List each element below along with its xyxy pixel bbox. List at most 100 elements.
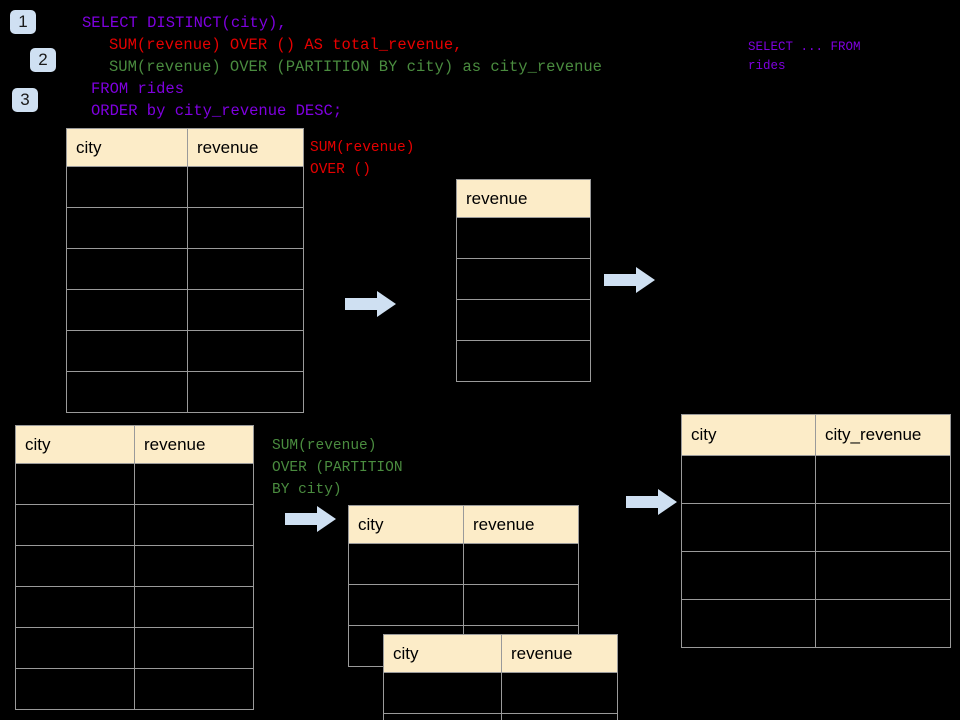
column-header-city: city xyxy=(383,634,502,673)
table-cell xyxy=(383,713,502,720)
table-row xyxy=(456,258,591,300)
step-badge-1: 1 xyxy=(10,10,36,34)
table-row xyxy=(383,713,618,720)
table-row xyxy=(15,668,254,710)
sql-line-3: SUM(revenue) OVER (PARTITION BY city) as… xyxy=(109,58,602,76)
column-header-revenue: revenue xyxy=(187,128,304,167)
sum-over-partition-annotation: SUM(revenue) OVER (PARTITION BY city) xyxy=(272,438,403,498)
table-cell xyxy=(681,551,816,600)
table-cell xyxy=(456,258,591,300)
column-header-city: city xyxy=(66,128,188,167)
table-cell xyxy=(15,545,135,587)
table-cell xyxy=(187,207,304,249)
sql-line-1: SELECT DISTINCT(city), xyxy=(82,14,287,32)
column-header-city: city xyxy=(15,425,135,464)
table-cell xyxy=(348,543,464,585)
table-cell xyxy=(187,330,304,372)
table-cell xyxy=(456,299,591,341)
sql-line-4: FROM rides xyxy=(91,80,185,98)
sum-over-empty-annotation: SUM(revenue) OVER () xyxy=(310,140,415,178)
table-cell xyxy=(187,248,304,290)
table-cell xyxy=(815,599,951,648)
table-row xyxy=(456,217,591,259)
column-header-revenue: revenue xyxy=(463,505,579,544)
table-cell xyxy=(15,463,135,505)
table-cell xyxy=(815,455,951,504)
table-row xyxy=(66,166,304,208)
column-header-revenue: revenue xyxy=(134,425,254,464)
table-cell xyxy=(66,248,188,290)
select-from-rides-note: SELECT ... FROM rides xyxy=(748,40,861,73)
table-cell xyxy=(681,455,816,504)
table-row xyxy=(15,586,254,628)
table-cell xyxy=(501,713,618,720)
table-cell xyxy=(187,371,304,413)
column-header-revenue: revenue xyxy=(501,634,618,673)
table-row xyxy=(383,672,618,714)
sql-line-5: ORDER by city_revenue DESC; xyxy=(91,102,343,120)
column-header-city-revenue: city_revenue xyxy=(815,414,951,456)
table-cell xyxy=(134,668,254,710)
table-row xyxy=(681,551,951,600)
table-cell xyxy=(383,672,502,714)
table-row xyxy=(66,371,304,413)
column-header-city: city xyxy=(681,414,816,456)
table-cell xyxy=(501,672,618,714)
table-cell xyxy=(815,551,951,600)
table-row xyxy=(66,248,304,290)
table-row xyxy=(681,599,951,648)
table-cell xyxy=(463,543,579,585)
column-header-revenue: revenue xyxy=(456,179,591,218)
table-cell xyxy=(134,586,254,628)
step-badge-2: 2 xyxy=(30,48,56,72)
table-header-row: revenue xyxy=(456,179,591,218)
table-cell xyxy=(187,166,304,208)
sql-query-block: SELECT DISTINCT(city), SUM(revenue) OVER … xyxy=(82,12,602,122)
table-cell xyxy=(15,627,135,669)
table-cell xyxy=(15,504,135,546)
arrow-partition-to-result xyxy=(626,487,678,517)
step-badge-3: 3 xyxy=(12,88,38,112)
table-cell xyxy=(134,463,254,505)
table-cell xyxy=(134,504,254,546)
table-cell xyxy=(66,166,188,208)
table-cell xyxy=(681,599,816,648)
table-cell xyxy=(15,586,135,628)
table-cell xyxy=(681,503,816,552)
table-row xyxy=(456,299,591,341)
total-revenue-table: revenue xyxy=(456,179,591,382)
column-header-city: city xyxy=(348,505,464,544)
table-row xyxy=(681,455,951,504)
table-cell xyxy=(66,330,188,372)
table-row xyxy=(66,207,304,249)
table-row xyxy=(66,289,304,331)
table-cell xyxy=(15,668,135,710)
table-row xyxy=(15,463,254,505)
table-row xyxy=(15,627,254,669)
table-cell xyxy=(134,545,254,587)
table-cell xyxy=(66,371,188,413)
table-cell xyxy=(66,289,188,331)
table-row xyxy=(66,330,304,372)
table-row xyxy=(15,545,254,587)
arrow-source-to-partition xyxy=(285,504,337,534)
table-cell xyxy=(815,503,951,552)
table-cell xyxy=(456,340,591,382)
table-row xyxy=(348,584,579,626)
table-cell xyxy=(348,584,464,626)
table-row xyxy=(15,504,254,546)
table-row xyxy=(348,543,579,585)
table-row xyxy=(456,340,591,382)
arrow-total-to-result xyxy=(604,265,656,295)
table-cell xyxy=(66,207,188,249)
